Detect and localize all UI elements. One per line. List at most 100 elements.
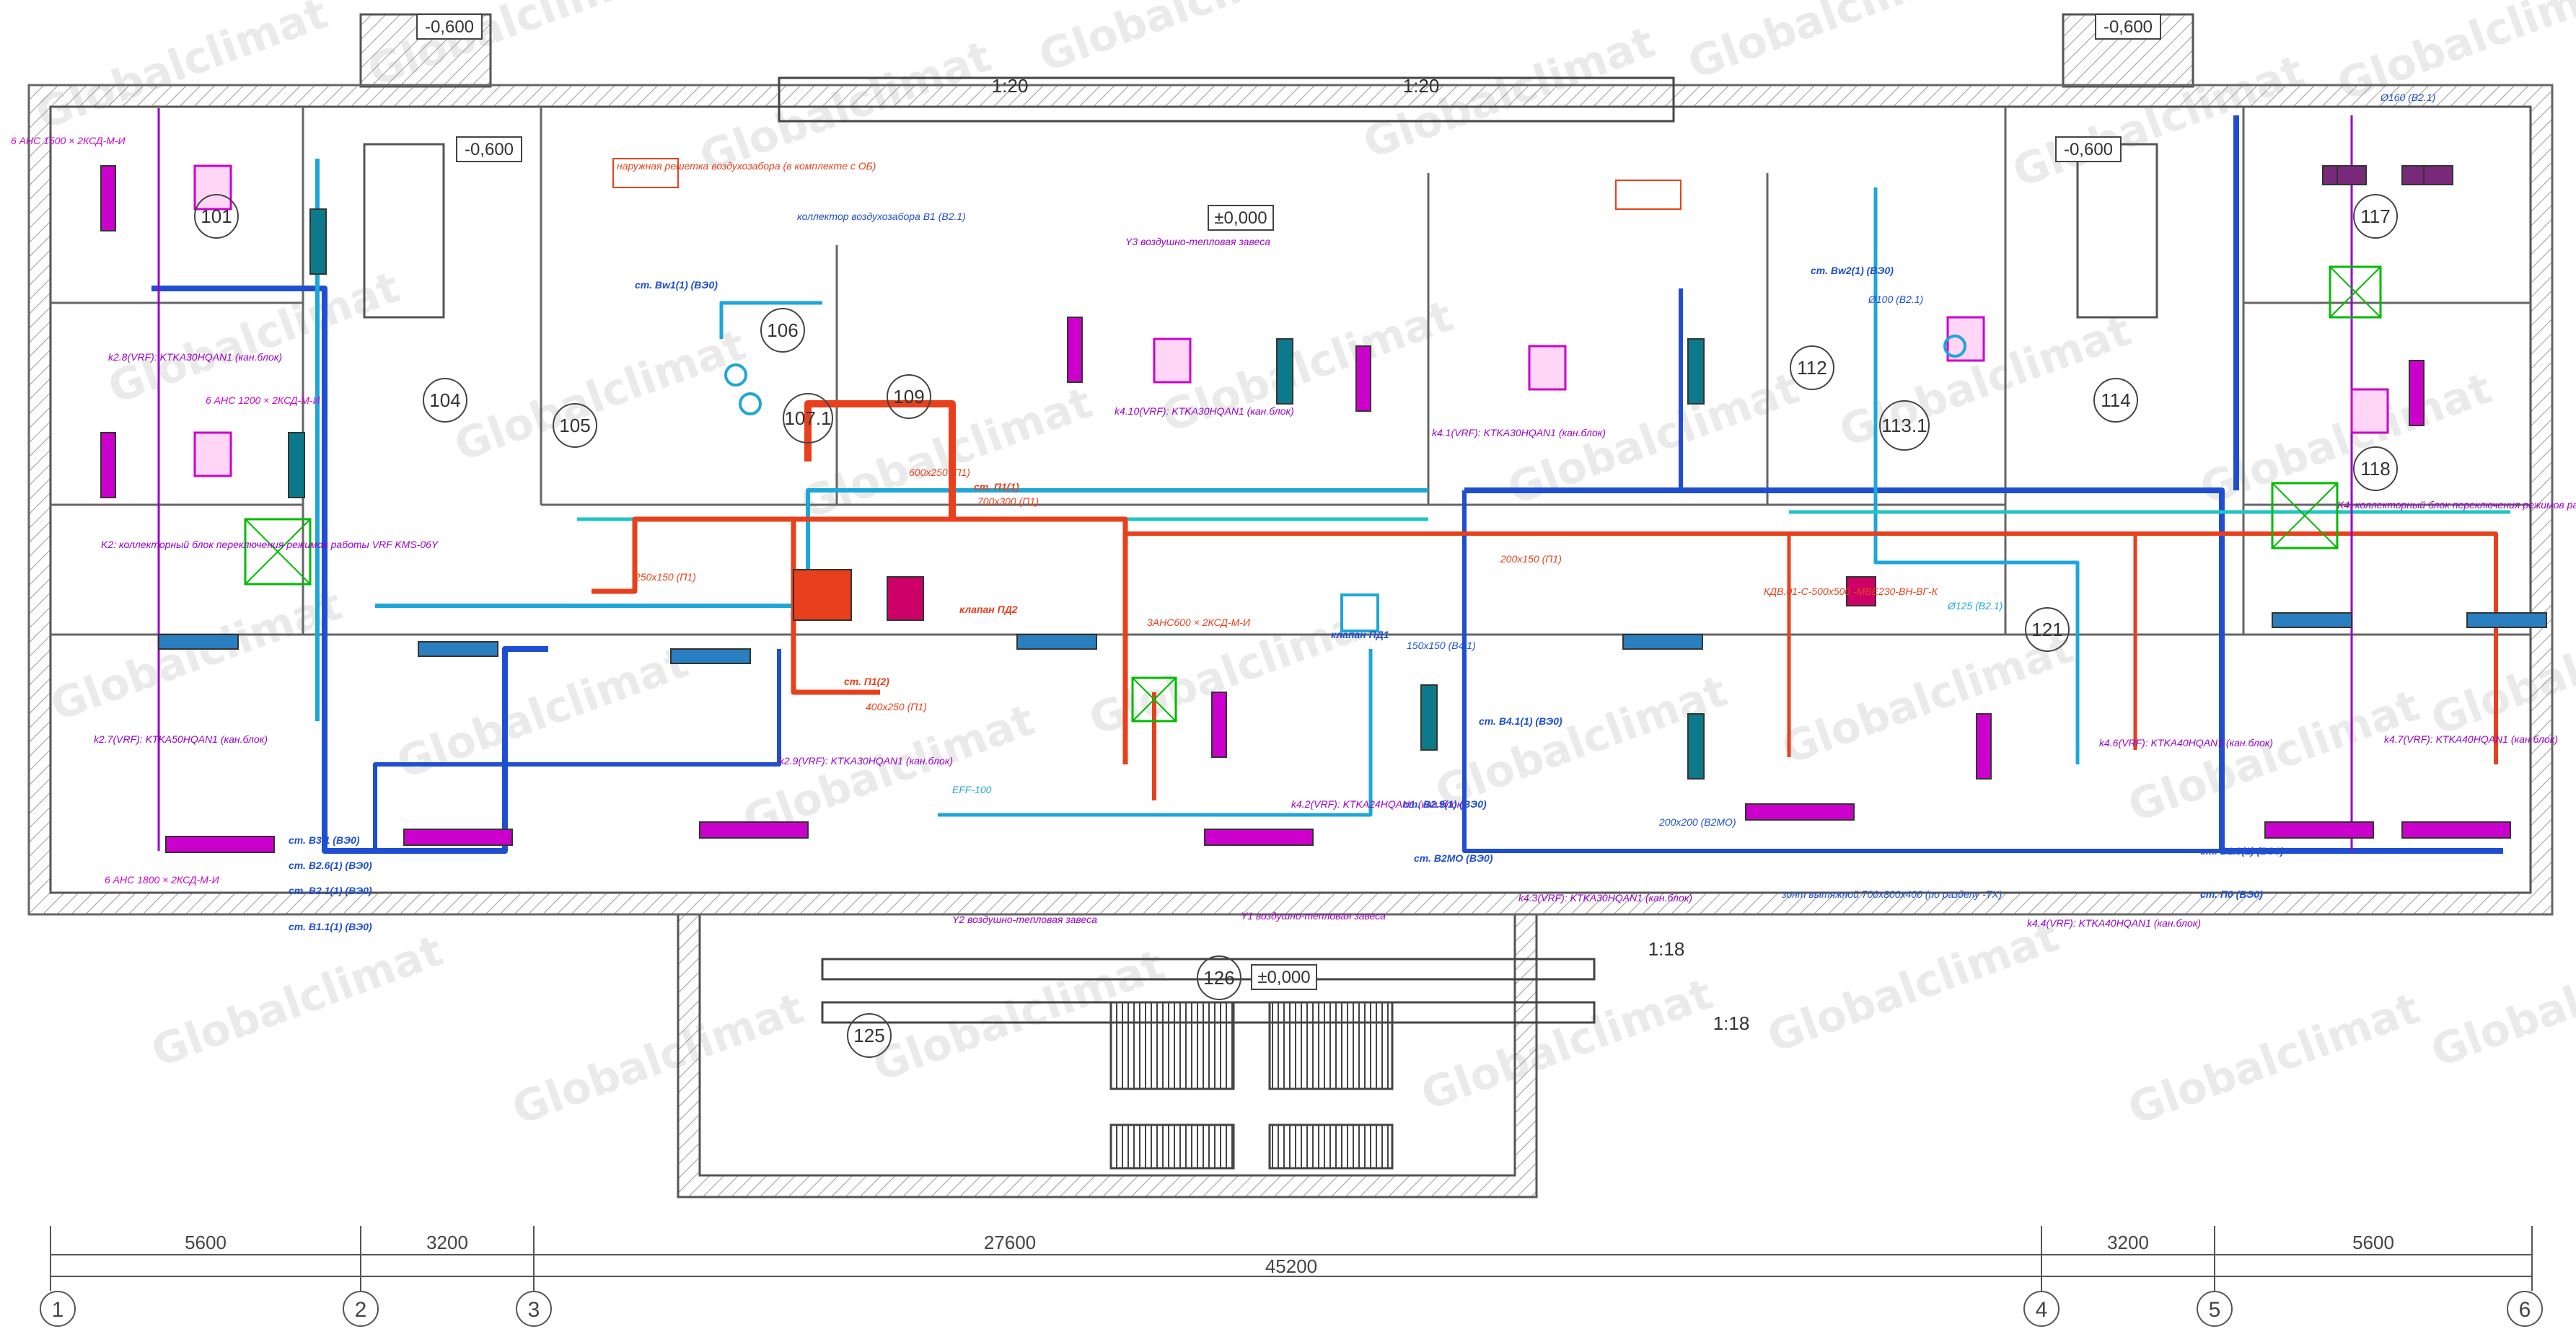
dim-segment: 5600 — [185, 1232, 227, 1253]
note-box — [612, 158, 679, 188]
exhaust-grille — [288, 432, 305, 498]
label-st-p1-1: ст. П1(1) — [974, 481, 1019, 493]
room-118: 118 — [2360, 458, 2390, 480]
label-duct-d100: Ø100 (В2.1) — [1868, 293, 1923, 305]
room-104: 104 — [429, 389, 460, 411]
level-mark: ±0,000 — [1214, 208, 1267, 228]
exhaust-duct — [151, 286, 548, 854]
watermark-text: Globalclimat — [1415, 968, 1719, 1121]
label-st-bw2: ст. Вw2(1) (ВЭ0) — [1811, 265, 1894, 276]
watermark-text: Globalclimat — [506, 983, 810, 1135]
label-st-b2mo: ст. В2МО (ВЭ0) — [1414, 852, 1493, 864]
label-unit-k4-4: k4.4(VRF): KTKA40HQAN1 (кан.блок) — [2027, 917, 2201, 929]
indoor-unit-grille — [1067, 317, 1083, 383]
roof-terminal — [2337, 165, 2367, 185]
label-unit-k2-7: k2.7(VRF): KTKA50HQAN1 (кан.блок) — [94, 733, 268, 745]
exhaust-grille — [1687, 713, 1705, 780]
level-mark: -0,600 — [2104, 17, 2153, 37]
indoor-unit-grille — [100, 432, 116, 498]
watermark-text: Globalclimat — [1761, 911, 2065, 1063]
watermark-text: Globalclimat — [1682, 0, 1986, 89]
collector-box — [2329, 265, 2382, 319]
watermark-text: Globalclimat — [2122, 680, 2426, 832]
label-st-b2-1: ст. В2.1(1) (ВЭ0) — [289, 885, 372, 896]
label-unit-k4-1: k4.1(VRF): KTKA30HQAN1 (кан.блок) — [1432, 427, 1606, 438]
label-st-p1-2: ст. П1(2) — [844, 676, 889, 687]
exhaust-grille — [2272, 612, 2352, 628]
exhaust-duct — [1464, 487, 2503, 854]
room-105: 105 — [559, 415, 590, 436]
dim-total: 45200 — [1265, 1255, 1317, 1277]
label-duct-150x150: 150х150 (В4.1) — [1407, 640, 1476, 651]
label-curtain-y2: Y2 воздушно-тепловая завеса — [952, 914, 1097, 925]
exhaust-grille — [309, 208, 327, 275]
collector-box — [1132, 677, 1177, 722]
label-collector-k4: K4: коллекторный блок переключения режим… — [2337, 499, 2576, 511]
supply-duct — [804, 400, 956, 519]
ducted-unit — [1153, 337, 1192, 384]
label-gas-hood: зонт вытяжной 700х800х400 (по разделу -Т… — [1781, 888, 2002, 900]
axis-label: 6 — [2519, 1298, 2531, 1322]
room-101: 101 — [201, 206, 232, 227]
exhaust-grille — [158, 634, 239, 650]
room-109: 109 — [893, 386, 924, 407]
ramp-slope: 1:20 — [992, 75, 1029, 97]
room-125: 125 — [853, 1025, 884, 1046]
exhaust-grille — [1276, 338, 1293, 405]
label-duct-200x150: 200х150 (П1) — [1500, 553, 1562, 565]
label-unit-k4-10: k4.10(VRF): KTKA30HQAN1 (кан.блок) — [1115, 405, 1294, 417]
dim-segment: 3200 — [2107, 1232, 2149, 1253]
watermark-text: Globalclimat — [448, 319, 752, 472]
label-valve-kzv: КДВ.01-С-500х500 -МВЕ230-ВН-ВГ-К — [1764, 586, 1938, 597]
label-valve-pd2: клапан ПД2 — [959, 604, 1018, 615]
label-unit-k2-9: k2.9(VRF): KTKA30HQAN1 (кан.блок) — [779, 755, 953, 767]
fire-damper — [1846, 576, 1876, 606]
supply-duct — [1125, 531, 2498, 764]
exhaust-fan-icon — [739, 392, 762, 415]
exhaust-duct-round — [938, 649, 1373, 817]
indoor-unit-grille — [1355, 345, 1371, 412]
label-unit-k4-3: k4.3(VRF): KTKA30HQAN1 (кан.блок) — [1518, 892, 1692, 904]
indoor-unit-grille — [1204, 829, 1314, 846]
exhaust-grille — [418, 641, 498, 657]
indoor-unit-grille — [1211, 692, 1227, 758]
label-unit-k4-6: k4.6(VRF): KTKA40HQAN1 (кан.блок) — [2099, 737, 2273, 749]
label-duct-700x300: 700х300 (П1) — [977, 495, 1039, 507]
label-curtain-y1: Y1 воздушно-тепловая завеса — [1241, 910, 1386, 922]
exhaust-duct-round — [719, 301, 822, 339]
exhaust-duct — [1462, 490, 2222, 853]
collector-box-k2 — [244, 518, 312, 586]
fire-damper — [1340, 593, 1379, 632]
label-unit-k4-2: k4.2(VRF): KTKA24HQAN1 (кан.блок) — [1291, 798, 1465, 810]
indoor-unit-grille — [2409, 360, 2425, 426]
collector-box — [2329, 266, 2381, 318]
axis-label: 2 — [355, 1298, 367, 1322]
indoor-unit-grille — [1745, 803, 1855, 821]
watermark-text: Globalclimat — [1775, 622, 2080, 774]
label-st-b1-3: ст. В1.3(1) (ВЭ0) — [2200, 845, 2284, 857]
exhaust-grille — [1687, 338, 1705, 405]
exhaust-grille — [1016, 634, 1097, 650]
label-grille-1200: 6 АНС 1200 × 2КСД-М-И — [206, 394, 321, 406]
exhaust-duct-round — [375, 488, 1428, 608]
exhaust-grille — [2466, 612, 2547, 628]
supply-duct — [592, 516, 1128, 764]
dimension-chain — [50, 1226, 2533, 1291]
indoor-unit-grille — [2401, 821, 2511, 839]
dimension-labels: 5600 3200 27600 3200 5600 45200 — [185, 1232, 2394, 1277]
label-grille-1800: 6 АНС 1800 × 2КСД-М-И — [105, 874, 220, 886]
exhaust-duct-round — [1873, 187, 2080, 764]
collector-box-k4 — [2271, 482, 2339, 549]
label-note-grille: наружная решетка воздухозабора (в компле… — [617, 160, 876, 172]
ducted-unit — [1946, 316, 1985, 362]
exhaust-fan-icon — [724, 363, 747, 387]
axis-label: 5 — [2209, 1298, 2221, 1322]
exhaust-grille — [1622, 634, 1703, 650]
label-st-b4-1: ст. В4.1(1) (ВЭ0) — [1479, 715, 1562, 727]
note-box — [1615, 180, 1682, 210]
label-collector-b1: коллектор воздухозабора В1 (В2.1) — [797, 211, 966, 222]
label-eff100: EFF-100 — [952, 784, 992, 795]
label-duct-200x200: 200х200 (В2МО) — [1658, 816, 1736, 828]
room-112: 112 — [1797, 357, 1827, 379]
label-st-bw1: ст. Вw1(1) (ВЭ0) — [635, 279, 718, 291]
